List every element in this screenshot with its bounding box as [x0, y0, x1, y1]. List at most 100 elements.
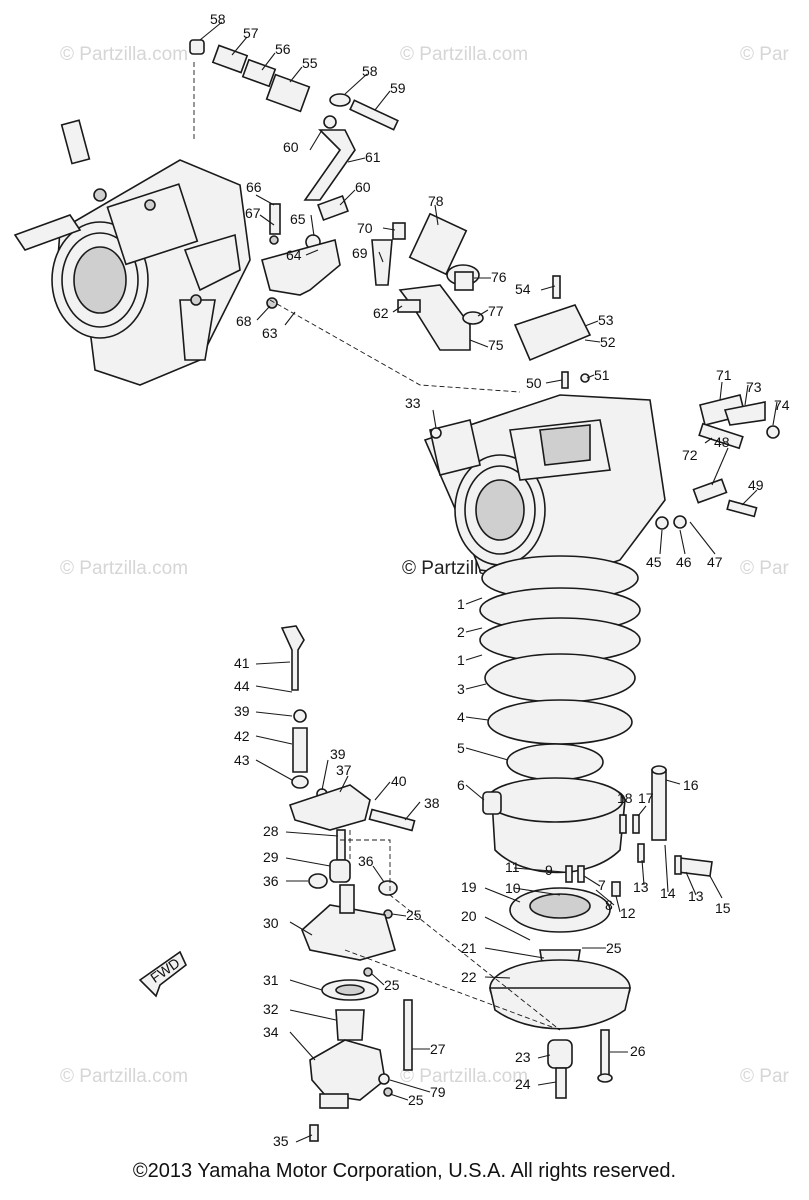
callout-60: 60	[283, 139, 299, 155]
callout-13: 13	[688, 888, 704, 904]
watermark-layer: © Partzilla.com © Partzilla.com © Par © …	[60, 44, 790, 1087]
callout-32: 32	[263, 1001, 279, 1017]
watermark: © Partzilla.com	[400, 1066, 528, 1087]
copyright-notice: ©2013 Yamaha Motor Corporation, U.S.A. A…	[132, 1160, 677, 1182]
fwd-arrow-icon: FWD	[138, 950, 187, 998]
callout-69: 69	[352, 245, 368, 261]
callout-36: 36	[263, 873, 279, 889]
callout-65: 65	[290, 211, 306, 227]
callout-6: 6	[457, 777, 465, 793]
callout-77: 77	[488, 303, 504, 319]
callout-24: 24	[515, 1076, 531, 1092]
callout-34: 34	[263, 1024, 279, 1040]
callout-5: 5	[457, 740, 465, 756]
callout-46: 46	[676, 554, 692, 570]
callout-45: 45	[646, 554, 662, 570]
callout-33: 33	[405, 395, 421, 411]
callout-8: 8	[605, 897, 613, 913]
callout-79: 79	[430, 1084, 446, 1100]
callout-73: 73	[746, 379, 762, 395]
callout-9: 9	[545, 862, 553, 878]
callout-3: 3	[457, 681, 465, 697]
watermark: © Partzilla.com	[60, 1066, 188, 1087]
callout-56: 56	[275, 41, 291, 57]
callout-1: 1	[457, 596, 465, 612]
callout-51: 51	[594, 367, 610, 383]
callout-66: 66	[246, 179, 262, 195]
callout-21: 21	[461, 940, 477, 956]
callout-57: 57	[243, 25, 259, 41]
callout-60: 60	[355, 179, 371, 195]
linkage-parts	[189, 39, 592, 389]
callout-70: 70	[357, 220, 373, 236]
callout-25: 25	[408, 1092, 424, 1108]
callout-58: 58	[210, 11, 226, 27]
callout-23: 23	[515, 1049, 531, 1065]
callout-25: 25	[406, 907, 422, 923]
callout-49: 49	[748, 477, 764, 493]
callout-40: 40	[391, 773, 407, 789]
callout-54: 54	[515, 281, 531, 297]
callout-68: 68	[236, 313, 252, 329]
callout-42: 42	[234, 728, 250, 744]
callout-7: 7	[598, 877, 606, 893]
callout-64: 64	[286, 247, 302, 263]
callout-labels: 58 57 56 55 58 59 60 61 60 66 67 65 64 7…	[210, 11, 790, 1149]
callout-52: 52	[600, 334, 616, 350]
callout-36: 36	[358, 853, 374, 869]
callout-43: 43	[234, 752, 250, 768]
callout-19: 19	[461, 879, 477, 895]
callout-35: 35	[273, 1133, 289, 1149]
callout-39: 39	[330, 746, 346, 762]
callout-62: 62	[373, 305, 389, 321]
callout-58: 58	[362, 63, 378, 79]
upper-carburetor	[13, 119, 251, 386]
leader-lines	[199, 21, 778, 1143]
callout-2: 2	[457, 624, 465, 640]
callout-55: 55	[302, 55, 318, 71]
callout-41: 41	[234, 655, 250, 671]
watermark: © Partzilla.com	[60, 558, 188, 579]
callout-31: 31	[263, 972, 279, 988]
callout-14: 14	[660, 885, 676, 901]
callout-48: 48	[714, 434, 730, 450]
callout-50: 50	[526, 375, 542, 391]
callout-72: 72	[682, 447, 698, 463]
callout-13: 13	[633, 879, 649, 895]
callout-30: 30	[263, 915, 279, 931]
assembly-lines	[193, 62, 561, 1031]
callout-29: 29	[263, 849, 279, 865]
callout-74: 74	[774, 397, 790, 413]
watermark: © Par	[740, 1066, 790, 1087]
callout-18: 18	[617, 790, 633, 806]
pump-stack	[479, 555, 713, 1099]
callout-4: 4	[457, 709, 465, 725]
callout-17: 17	[638, 790, 654, 806]
callout-1: 1	[457, 652, 465, 668]
callout-61: 61	[365, 149, 381, 165]
callout-28: 28	[263, 823, 279, 839]
callout-25: 25	[606, 940, 622, 956]
callout-75: 75	[488, 337, 504, 353]
callout-76: 76	[491, 269, 507, 285]
callout-47: 47	[707, 554, 723, 570]
callout-59: 59	[390, 80, 406, 96]
callout-53: 53	[598, 312, 614, 328]
main-carburetor	[423, 394, 780, 581]
callout-20: 20	[461, 908, 477, 924]
watermark: © Par	[740, 558, 790, 579]
callout-38: 38	[424, 795, 440, 811]
callout-63: 63	[262, 325, 278, 341]
callout-15: 15	[715, 900, 731, 916]
watermark: © Partzilla.com	[60, 44, 188, 65]
callout-27: 27	[430, 1041, 446, 1057]
lower-left-assembly	[280, 625, 416, 1142]
callout-12: 12	[620, 905, 636, 921]
callout-71: 71	[716, 367, 732, 383]
watermark: © Par	[740, 44, 790, 65]
callout-37: 37	[336, 762, 352, 778]
callout-16: 16	[683, 777, 699, 793]
callout-39: 39	[234, 703, 250, 719]
callout-10: 10	[505, 880, 521, 896]
